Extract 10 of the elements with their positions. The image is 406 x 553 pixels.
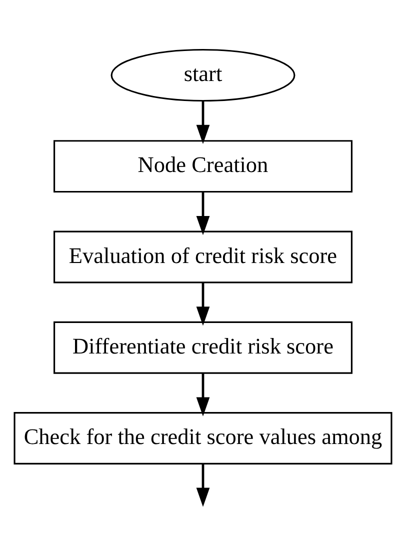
node-box: Node Creation [54,140,352,192]
arrow [196,100,210,144]
arrow [196,464,210,506]
node-box: Check for the credit score values among [14,412,392,464]
arrow [196,372,210,416]
node-ellipse: start [110,48,296,102]
node-box: Differentiate credit risk score [54,320,352,374]
arrow [196,191,210,235]
node-box: Evaluation of credit risk score [54,230,352,283]
arrow [196,282,210,326]
